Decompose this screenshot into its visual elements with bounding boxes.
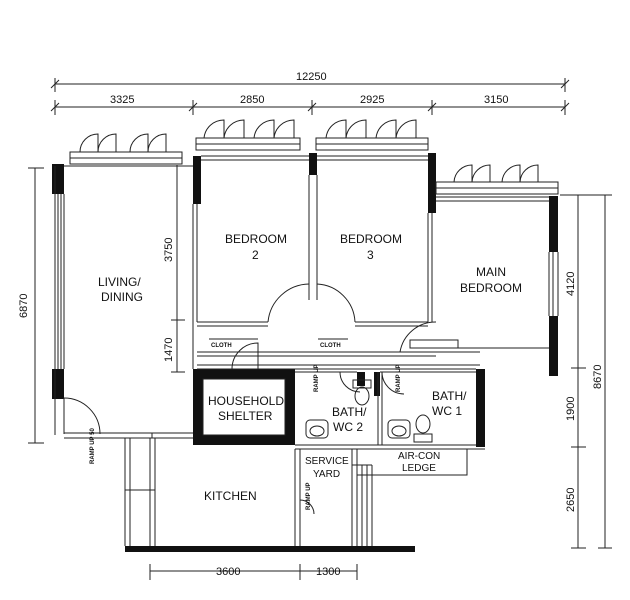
household-shelter-label-2: SHELTER: [218, 409, 273, 423]
air-con-ledge-label-2: LEDGE: [402, 463, 436, 474]
living-label: LIVING/: [98, 275, 141, 289]
fixtures: [209, 338, 459, 443]
bath-1-label-2: WC 1: [432, 404, 462, 418]
kitchen-label: KITCHEN: [204, 489, 257, 503]
dim-right-main: 4120: [565, 272, 577, 296]
dim-left-lower: 1470: [163, 338, 175, 362]
ramp-up-entry: RAMP UP 50: [90, 428, 96, 464]
windows: [57, 119, 559, 369]
household-shelter-label-1: HOUSEHOLD: [208, 394, 284, 408]
air-con-ledge-label-1: AIR-CON: [398, 451, 440, 462]
dim-right-total: 8670: [592, 365, 604, 389]
dim-top-seg-2: 2850: [240, 94, 264, 106]
dim-top-seg-4: 3150: [484, 94, 508, 106]
ramp-up-service-yard: RAMP UP: [306, 482, 312, 510]
bedroom-2-label: BEDROOM: [225, 232, 287, 246]
bath-2-label-1: BATH/: [332, 405, 367, 419]
ramp-up-bath-2: RAMP UP: [314, 364, 320, 392]
bath-1-label-1: BATH/: [432, 389, 467, 403]
dim-right-lower: 2650: [565, 488, 577, 512]
wall-outlines: [54, 155, 559, 546]
dim-bottom-yard: 1300: [316, 566, 340, 578]
dim-total-top: 12250: [296, 71, 327, 83]
bedroom-2-number: 2: [252, 248, 259, 262]
bedroom-3-label: BEDROOM: [340, 232, 402, 246]
bath-2-label-2: WC 2: [333, 420, 363, 434]
main-bedroom-label-2: BEDROOM: [460, 281, 522, 295]
dining-label: DINING: [101, 290, 143, 304]
dim-top-seg-1: 3325: [110, 94, 134, 106]
bedroom-3-number: 3: [367, 248, 374, 262]
dim-left-bedroom: 3750: [163, 238, 175, 262]
ramp-up-bath-1: RAMP UP: [396, 364, 402, 392]
dim-top-seg-3: 2925: [360, 94, 384, 106]
dim-bottom-kitchen: 3600: [216, 566, 240, 578]
service-yard-label-1: SERVICE: [305, 456, 349, 467]
cloth-rail-label-left: CLOTH: [211, 343, 232, 349]
main-bedroom-label-1: MAIN: [476, 265, 506, 279]
dimension-lines: [28, 78, 612, 580]
doors: [63, 283, 437, 515]
dim-right-bath: 1900: [565, 397, 577, 421]
service-yard-label-2: YARD: [313, 469, 340, 480]
cloth-rail-label-right: CLOTH: [320, 343, 341, 349]
dim-left-total: 6870: [18, 294, 30, 318]
